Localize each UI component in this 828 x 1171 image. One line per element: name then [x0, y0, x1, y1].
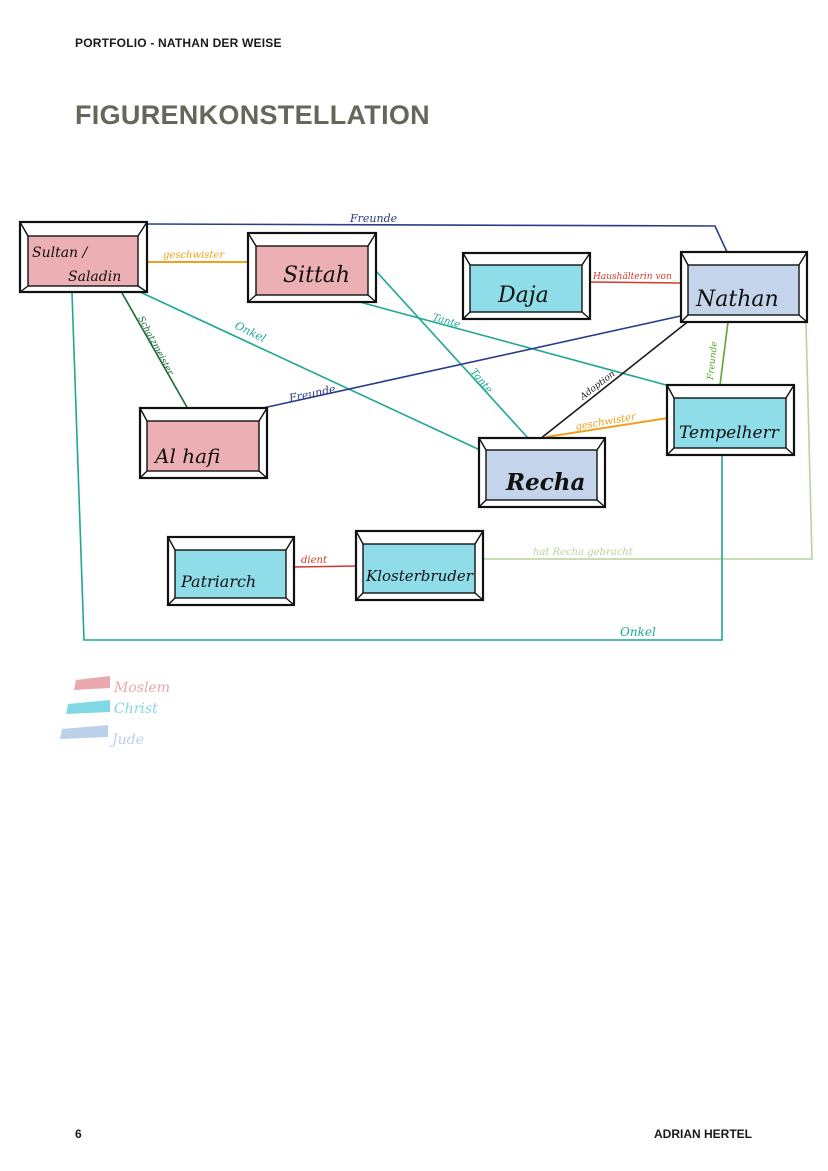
node-tempelherr-label: Tempelherr: [679, 423, 780, 443]
edge-onkel-2: [71, 292, 723, 641]
edge-adoption: [539, 319, 691, 440]
edge-label-tante-2: Tante: [431, 312, 461, 330]
author-name: ADRIAN HERTEL: [654, 1127, 752, 1141]
node-sittah-label: Sittah: [283, 263, 350, 288]
edge-tante-1: [374, 269, 529, 439]
node-alhafi-label: Al hafi: [153, 444, 220, 468]
legend-label-christ: Christ: [114, 701, 158, 717]
edge-freunde-mid: [262, 314, 686, 409]
node-recha-label: Recha: [505, 469, 585, 496]
node-sittah: Sittah: [246, 231, 378, 304]
edge-onkel-1: [139, 291, 481, 451]
edge-geschwister-2: [545, 417, 669, 438]
edge-label-freunde-mid: Freunde: [287, 382, 337, 405]
node-nathan: Nathan: [679, 250, 809, 324]
node-tempelherr: Tempelherr: [665, 383, 796, 457]
node-patriarch: Patriarch: [166, 535, 296, 607]
edge-label-geschwister-2: geschwister: [575, 411, 638, 433]
edge-freunde-top: [146, 223, 728, 253]
node-saladin: Sultan / Saladin: [18, 220, 149, 294]
node-daja-label: Daja: [497, 283, 549, 308]
edge-label-dient: dient: [301, 555, 328, 566]
node-recha: Recha: [477, 436, 607, 509]
edge-label-haushaelterin: Haushälterin von: [592, 272, 672, 282]
edge-haushaelterin: [589, 281, 682, 284]
edge-label-onkel-1: Onkel: [233, 319, 269, 345]
edge-schatzmeister: [121, 292, 189, 410]
edge-label-geschwister-1: geschwister: [163, 250, 225, 261]
node-daja: Daja: [461, 251, 592, 321]
edge-label-freunde-right: Freunde: [706, 341, 720, 381]
node-saladin-label-2: Saladin: [68, 269, 121, 285]
edge-label-adoption: Adoption: [578, 369, 618, 403]
edge-freunde-right: [719, 321, 729, 386]
node-saladin-label-1: Sultan /: [32, 245, 89, 261]
legend: Moslem Christ Jude: [60, 676, 170, 748]
page-title: FIGURENKONSTELLATION: [75, 100, 430, 130]
node-patriarch-label: Patriarch: [180, 572, 256, 591]
edge-label-gebracht: hat Recha gebracht: [533, 547, 634, 558]
legend-swatch-jude: [60, 725, 108, 739]
node-nathan-label: Nathan: [695, 287, 779, 312]
edge-dient: [293, 565, 359, 568]
page-number: 6: [75, 1127, 82, 1141]
edge-tante-2: [355, 300, 667, 386]
legend-swatch-christ: [66, 700, 110, 714]
legend-label-jude: Jude: [109, 732, 144, 748]
page-header: PORTFOLIO - NATHAN DER WEISE: [75, 36, 282, 50]
edge-label-onkel-2: Onkel: [620, 625, 656, 639]
node-alhafi: Al hafi: [138, 406, 269, 480]
legend-label-moslem: Moslem: [113, 680, 170, 696]
node-klosterbruder: Klosterbruder: [354, 529, 485, 602]
edge-label-schatzmeister: Schatzmeister: [135, 315, 175, 378]
edge-gebracht: [483, 321, 813, 560]
node-klosterbruder-label: Klosterbruder: [365, 567, 474, 585]
legend-swatch-moslem: [74, 676, 110, 690]
edge-label-tante-1: Tante: [468, 367, 495, 396]
edge-label-freunde-top: Freunde: [349, 212, 398, 225]
